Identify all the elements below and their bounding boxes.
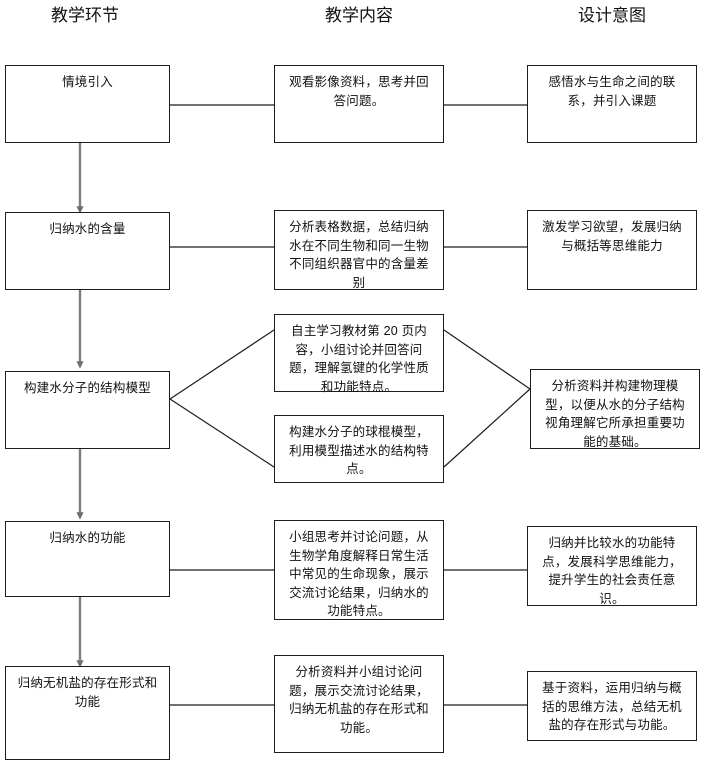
connector-r3-branch-upper <box>169 329 275 400</box>
column-header-intent: 设计意图 <box>578 6 646 25</box>
intent-text-row-4: 归纳并比较水的功能特点，发展科学思维能力，提升学生的社会责任意识。 <box>542 536 682 606</box>
content-text-row-3-upper: 自主学习教材第 20 页内容，小组讨论并回答问题，理解氢键的化学性质和功能特点。 <box>289 324 429 394</box>
stage-box-row-5[interactable]: 归纳无机盐的存在形式和功能 <box>5 666 170 760</box>
stage-label-row-5: 归纳无机盐的存在形式和功能 <box>17 676 158 709</box>
intent-text-row-1: 感悟水与生命之间的联系，并引入课题 <box>548 75 676 108</box>
intent-box-row-1[interactable]: 感悟水与生命之间的联系，并引入课题 <box>527 65 697 143</box>
intent-text-row-3: 分析资料并构建物理模型，以便从水的分子结构视角理解它所承担重要功能的基础。 <box>545 379 685 449</box>
content-text-row-4: 小组思考并讨论问题，从生物学角度解释日常生活中常见的生命现象，展示交流讨论结果，… <box>289 530 429 618</box>
connector-r3-branch-lower <box>169 398 275 468</box>
stage-box-row-1[interactable]: 情境引入 <box>5 65 170 143</box>
intent-text-row-5: 基于资料，运用归纳与概括的思维方法，总结无机盐的存在形式与功能。 <box>542 681 682 732</box>
stage-box-row-4[interactable]: 归纳水的功能 <box>5 521 170 597</box>
connector-r3-merge-upper <box>443 329 531 390</box>
intent-text-row-2: 激发学习欲望，发展归纳与概括等思维能力 <box>542 220 682 253</box>
intent-box-row-4[interactable]: 归纳并比较水的功能特点，发展科学思维能力，提升学生的社会责任意识。 <box>527 526 697 606</box>
content-box-row-3-upper[interactable]: 自主学习教材第 20 页内容，小组讨论并回答问题，理解氢键的化学性质和功能特点。 <box>274 314 444 394</box>
stage-box-row-2[interactable]: 归纳水的含量 <box>5 212 170 290</box>
stage-label-row-4: 归纳水的功能 <box>49 531 126 545</box>
stage-box-row-3[interactable]: 构建水分子的结构模型 <box>5 371 170 449</box>
content-text-row-2: 分析表格数据，总结归纳水在不同生物和同一生物不同组织器官中的含量差别 <box>289 220 429 290</box>
content-text-row-5: 分析资料并小组讨论问题，展示交流讨论结果，归纳无机盐的存在形式和功能。 <box>289 665 429 735</box>
stage-label-row-2: 归纳水的含量 <box>49 222 126 236</box>
connector-r3-merge-lower <box>443 388 531 468</box>
column-header-stage: 教学环节 <box>51 6 119 25</box>
intent-box-row-3[interactable]: 分析资料并构建物理模型，以便从水的分子结构视角理解它所承担重要功能的基础。 <box>530 369 700 449</box>
content-box-row-3-lower[interactable]: 构建水分子的球棍模型，利用模型描述水的结构特点。 <box>274 415 444 483</box>
content-box-row-5[interactable]: 分析资料并小组讨论问题，展示交流讨论结果，归纳无机盐的存在形式和功能。 <box>274 655 444 753</box>
intent-box-row-2[interactable]: 激发学习欲望，发展归纳与概括等思维能力 <box>527 210 697 290</box>
content-text-row-3-lower: 构建水分子的球棍模型，利用模型描述水的结构特点。 <box>289 425 429 476</box>
column-header-content: 教学内容 <box>325 6 393 25</box>
content-text-row-1: 观看影像资料，思考并回答问题。 <box>289 75 429 108</box>
content-box-row-1[interactable]: 观看影像资料，思考并回答问题。 <box>274 65 444 143</box>
stage-label-row-1: 情境引入 <box>62 75 113 89</box>
stage-label-row-3: 构建水分子的结构模型 <box>23 381 151 395</box>
content-box-row-2[interactable]: 分析表格数据，总结归纳水在不同生物和同一生物不同组织器官中的含量差别 <box>274 210 444 290</box>
intent-box-row-5[interactable]: 基于资料，运用归纳与概括的思维方法，总结无机盐的存在形式与功能。 <box>527 671 697 741</box>
content-box-row-4[interactable]: 小组思考并讨论问题，从生物学角度解释日常生活中常见的生命现象，展示交流讨论结果，… <box>274 520 444 620</box>
